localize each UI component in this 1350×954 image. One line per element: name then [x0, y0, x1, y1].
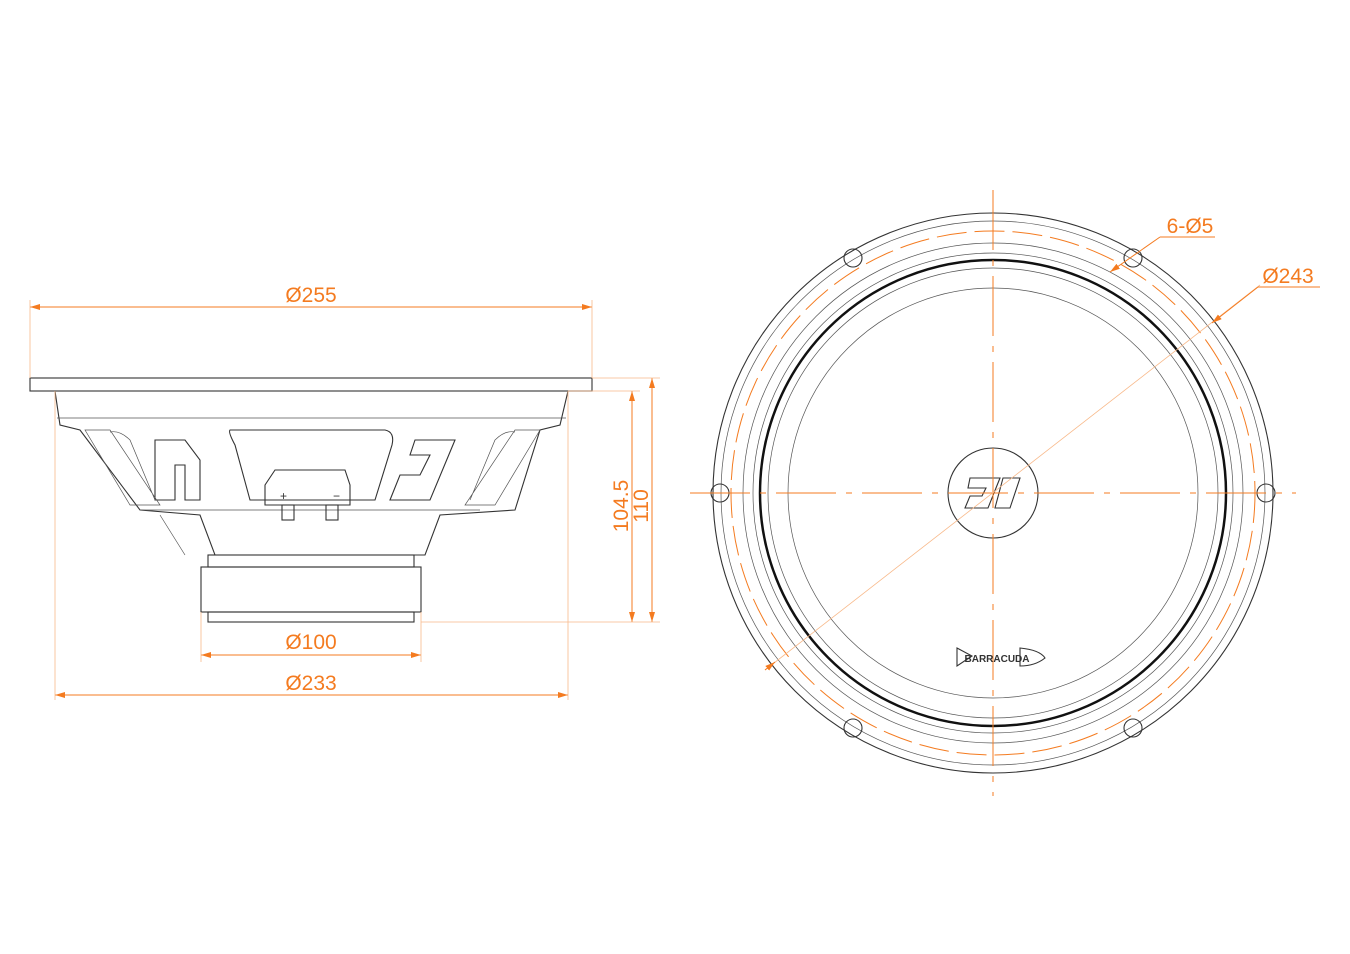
- svg-text:BARRACUDA: BARRACUDA: [965, 654, 1030, 665]
- magnet: [200, 566, 422, 613]
- mounting-flange: [29, 377, 593, 392]
- dim-overall-diameter: Ø255: [285, 284, 336, 307]
- basket: [54, 390, 569, 556]
- terminal-minus-label: −: [333, 489, 340, 503]
- dl-cap-logo: [964, 477, 1021, 509]
- dl-logo-left: [154, 439, 201, 501]
- dl-logo-right: [389, 439, 456, 501]
- terminal-plus-label: +: [280, 489, 287, 503]
- barracuda-logo: BARRACUDA: [956, 647, 1046, 668]
- dim-magnet-diameter: Ø100: [285, 631, 336, 654]
- magnet-top-plate: [207, 554, 415, 568]
- dim-hole-circle: Ø243: [1262, 265, 1313, 288]
- dim-depth-2: 110: [630, 489, 653, 522]
- front-view: 6-Ø5 Ø243 BARRACUDA: [690, 190, 1320, 796]
- side-view: + − Ø255 Ø100 Ø233 104.5 110: [29, 284, 660, 700]
- dim-depth-1: 104.5: [610, 480, 633, 533]
- dim-holes: 6-Ø5: [1167, 215, 1214, 238]
- dim-basket-diameter: Ø233: [285, 672, 336, 695]
- basket-window: [229, 429, 394, 501]
- terminal-block: [264, 469, 351, 506]
- magnet-back-plate: [207, 611, 415, 623]
